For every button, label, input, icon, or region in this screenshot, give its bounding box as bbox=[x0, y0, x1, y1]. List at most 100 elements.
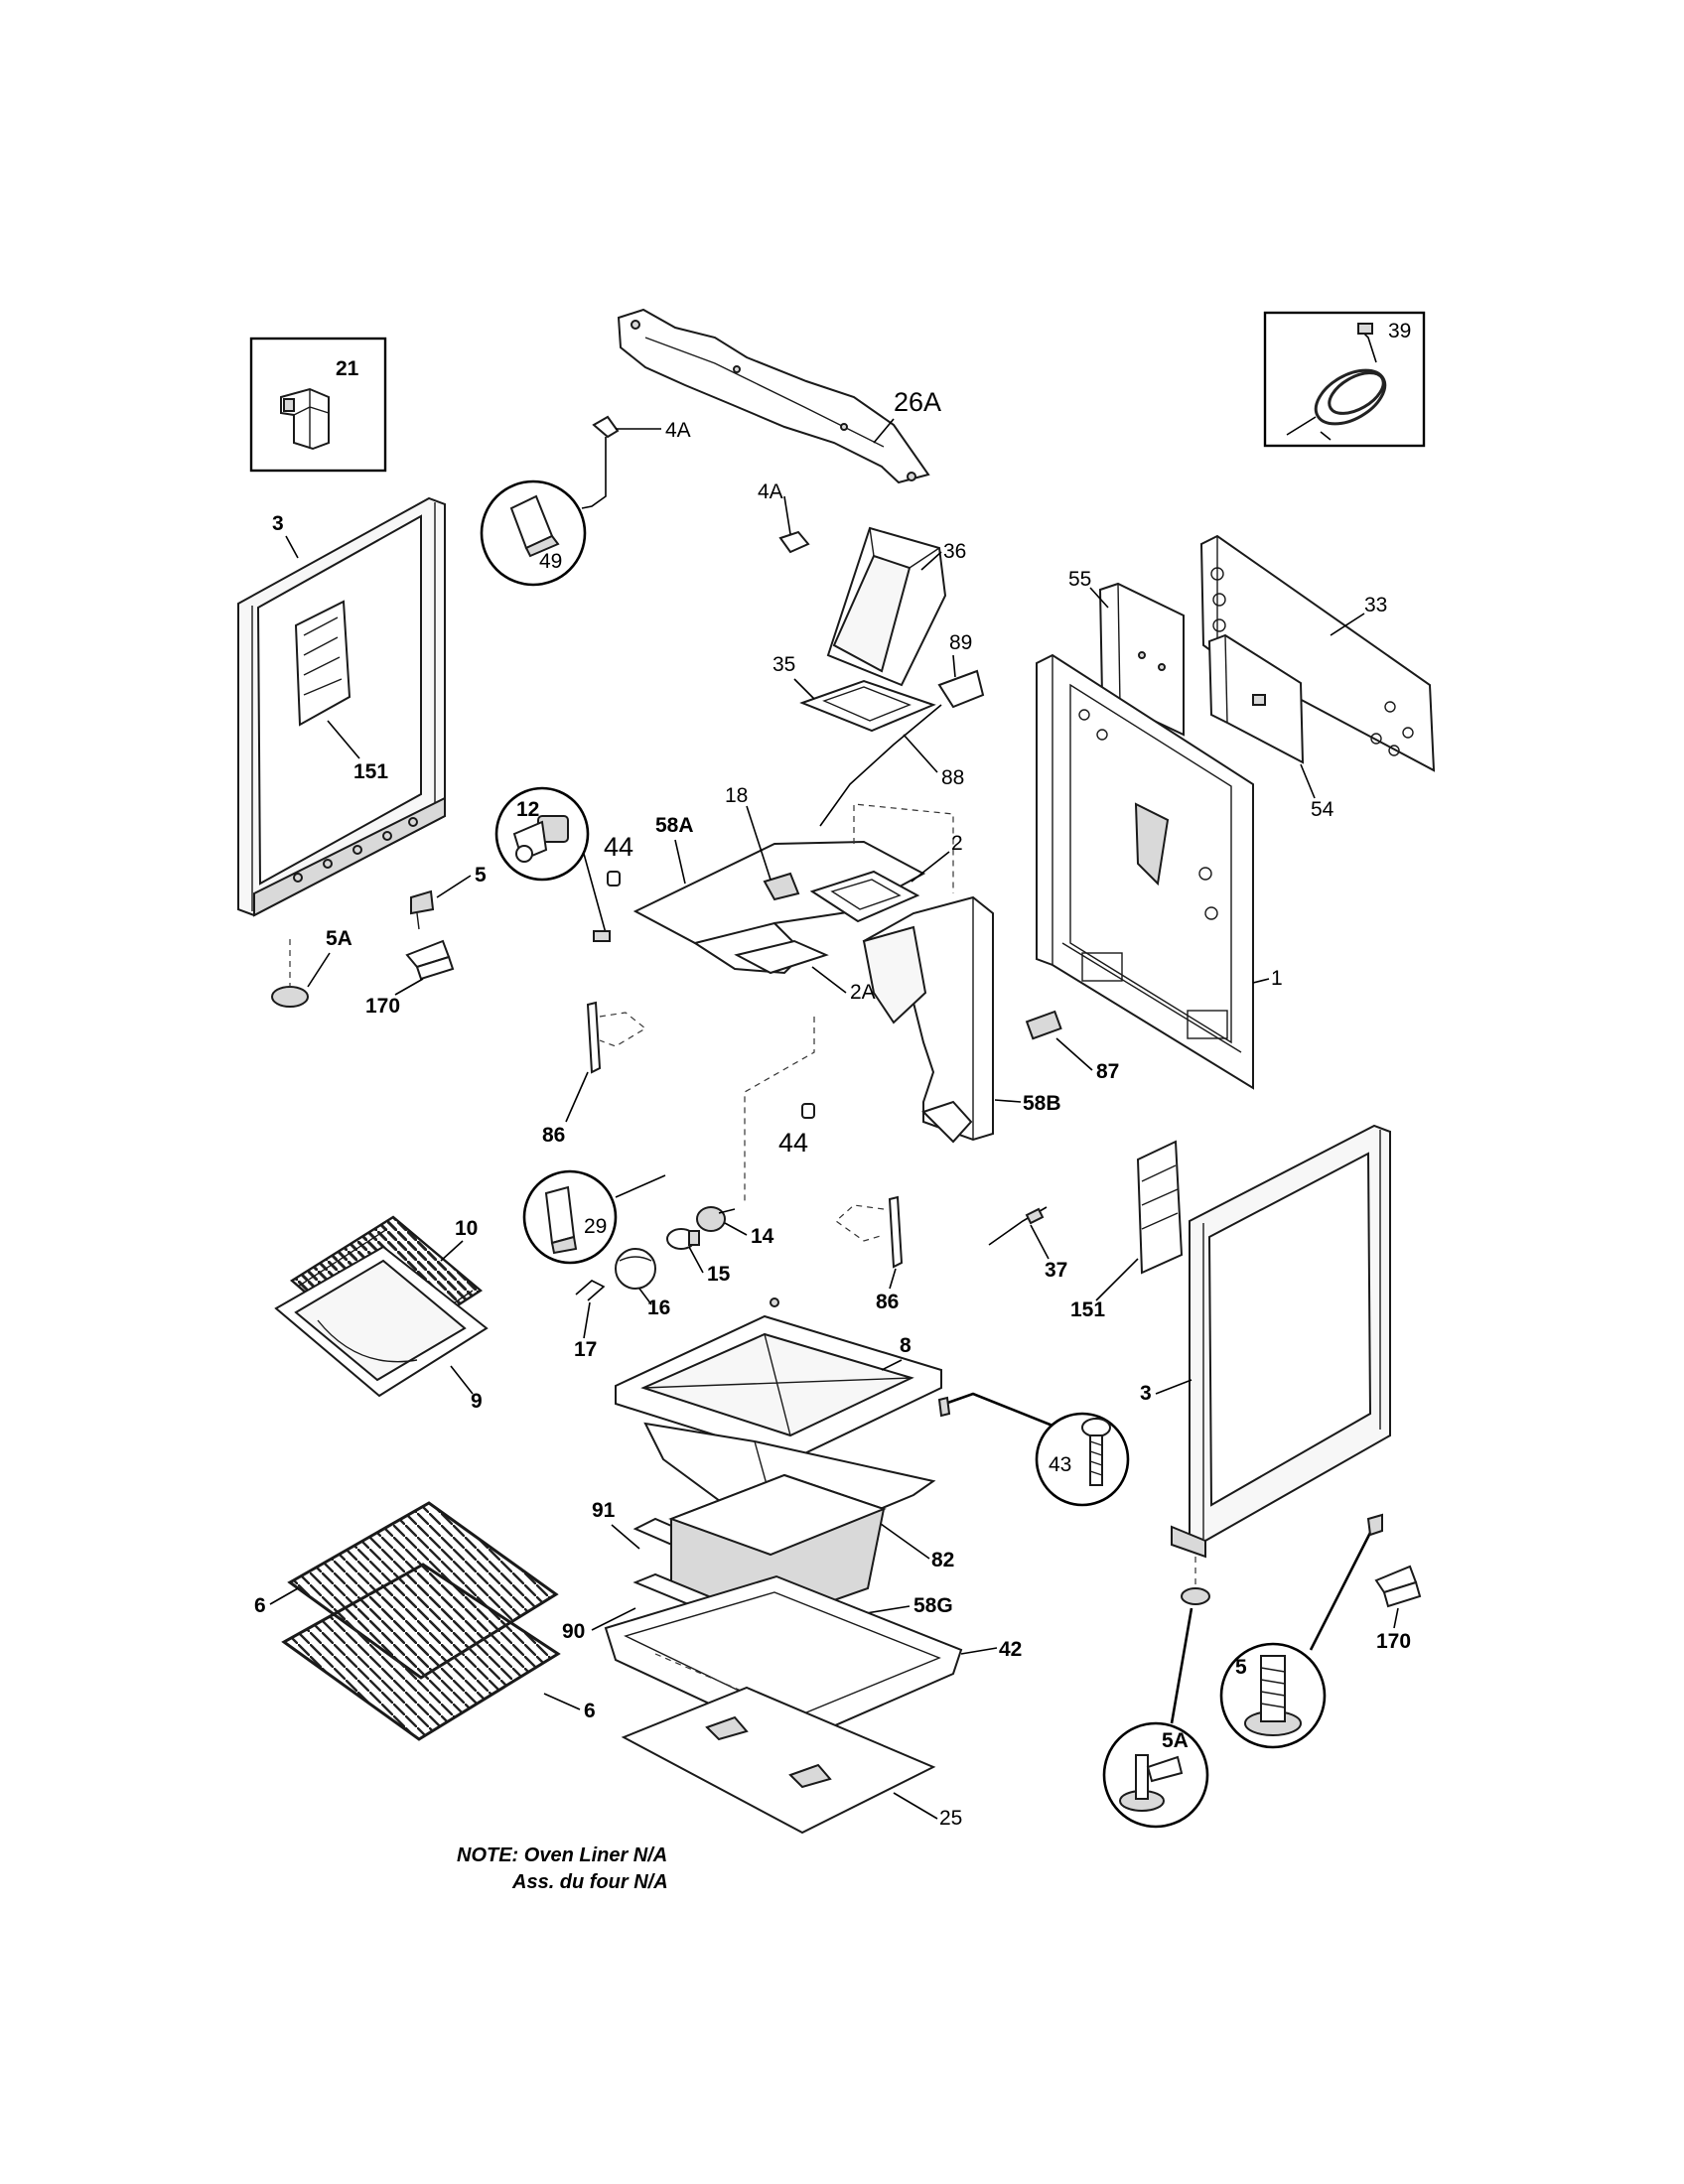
label-87: 87 bbox=[1096, 1060, 1119, 1083]
label-58B: 58B bbox=[1023, 1092, 1061, 1115]
part-89-sensor bbox=[819, 654, 985, 827]
label-170-left: 170 bbox=[365, 995, 400, 1018]
leader-14 bbox=[724, 1222, 748, 1236]
part-49-callout: 49 bbox=[480, 479, 587, 587]
part-4A-clip-mid bbox=[778, 495, 810, 554]
leader-87 bbox=[1055, 1037, 1093, 1071]
part-29-callout: 29 bbox=[522, 1169, 666, 1265]
leader-170-right bbox=[1393, 1607, 1399, 1629]
leader-6-bottom bbox=[543, 1693, 581, 1710]
label-6-top: 6 bbox=[254, 1594, 266, 1617]
leader-25 bbox=[893, 1792, 938, 1820]
label-4A-mid: 4A bbox=[758, 480, 783, 503]
part-86-mid-bracket bbox=[835, 1195, 904, 1269]
label-36: 36 bbox=[943, 540, 966, 563]
label-10: 10 bbox=[455, 1217, 478, 1240]
part-39-power-cord bbox=[1286, 323, 1387, 441]
part-17-wire-clip bbox=[575, 1280, 606, 1301]
leader-91 bbox=[611, 1524, 640, 1550]
label-16: 16 bbox=[647, 1297, 670, 1319]
part-2-top-liner bbox=[809, 870, 920, 923]
part-1-back-panel bbox=[1036, 653, 1254, 1090]
part-21-inset: 21 bbox=[249, 337, 387, 473]
label-91: 91 bbox=[592, 1499, 616, 1522]
part-15-bulb bbox=[666, 1228, 700, 1250]
part-35-vent-base bbox=[799, 679, 936, 733]
part-44-top bbox=[607, 871, 621, 887]
leader-3-left bbox=[285, 535, 299, 559]
part-54-bracket bbox=[1207, 633, 1305, 764]
leader-6-top bbox=[269, 1587, 299, 1605]
label-35: 35 bbox=[772, 653, 795, 676]
part-43-callout: 43 bbox=[1035, 1412, 1130, 1507]
part-86-left-bracket bbox=[586, 1001, 647, 1074]
label-43: 43 bbox=[1049, 1453, 1071, 1476]
part-55-panel bbox=[1098, 582, 1185, 737]
part-3-right-side-panel bbox=[1171, 1124, 1391, 1559]
part-5A-right-callout: 5A bbox=[1102, 1721, 1209, 1829]
label-33: 33 bbox=[1364, 594, 1387, 616]
label-55: 55 bbox=[1068, 568, 1091, 591]
part-43-screw bbox=[937, 1396, 951, 1418]
leader-86-left bbox=[565, 1071, 589, 1123]
label-44-mid: 44 bbox=[778, 1128, 808, 1158]
leader-2 bbox=[911, 851, 950, 883]
leader-151-right bbox=[1095, 1258, 1139, 1301]
label-29: 29 bbox=[584, 1215, 607, 1238]
part-36-vent-duct bbox=[826, 526, 947, 687]
leader-5-left bbox=[436, 875, 472, 898]
label-42: 42 bbox=[999, 1638, 1022, 1661]
label-6-bottom: 6 bbox=[584, 1700, 596, 1722]
leader-1 bbox=[1252, 978, 1270, 984]
part-18-bracket bbox=[763, 872, 800, 901]
part-42-bottom-tray bbox=[604, 1574, 963, 1745]
label-5A-left: 5A bbox=[326, 927, 352, 950]
label-18: 18 bbox=[725, 784, 748, 807]
part-25-bottom-panel bbox=[621, 1686, 936, 1835]
label-151-left: 151 bbox=[353, 760, 388, 783]
part-3-left-side-panel bbox=[237, 496, 446, 917]
label-2A: 2A bbox=[850, 981, 876, 1004]
leader-5-right bbox=[1309, 1528, 1374, 1651]
label-37: 37 bbox=[1045, 1259, 1067, 1282]
part-5-right-callout: 5 bbox=[1219, 1642, 1327, 1749]
part-170-right-bracket bbox=[1374, 1565, 1422, 1608]
part-5-left-leveling-leg bbox=[410, 889, 435, 930]
leader-18 bbox=[746, 805, 772, 881]
part-37-wire bbox=[988, 1206, 1048, 1246]
label-58G: 58G bbox=[913, 1594, 953, 1617]
part-6-oven-rack-bottom bbox=[281, 1563, 561, 1741]
leader-54 bbox=[1300, 763, 1316, 799]
part-5A-right-glide bbox=[1181, 1557, 1210, 1605]
part-26A-bracket bbox=[617, 308, 930, 484]
leader-37 bbox=[1030, 1224, 1050, 1260]
leader-58A bbox=[674, 839, 686, 885]
label-44-top: 44 bbox=[604, 832, 633, 862]
leader-5A-right bbox=[1170, 1607, 1193, 1724]
part-39-inset: 39 bbox=[1263, 311, 1426, 448]
label-49: 49 bbox=[539, 550, 562, 573]
label-8: 8 bbox=[900, 1334, 912, 1357]
leader-151-left bbox=[327, 720, 360, 759]
leader-15 bbox=[688, 1246, 704, 1274]
part-170-left-bracket bbox=[405, 939, 455, 981]
leader-43 bbox=[938, 1392, 1053, 1428]
part-151-left-pad bbox=[294, 600, 351, 727]
part-12-light-socket bbox=[593, 930, 611, 942]
label-4A-top: 4A bbox=[665, 419, 691, 442]
part-8-oven-bottom bbox=[615, 1297, 942, 1461]
leader-10 bbox=[440, 1240, 464, 1262]
part-58G-element-insulation bbox=[668, 1473, 887, 1630]
part-21-clip bbox=[280, 387, 330, 451]
leader-42 bbox=[960, 1647, 998, 1655]
part-5-right-screw bbox=[1366, 1513, 1383, 1537]
label-86-mid: 86 bbox=[876, 1291, 899, 1313]
label-90: 90 bbox=[562, 1620, 585, 1643]
leader-88 bbox=[903, 734, 938, 773]
leader-170-left bbox=[394, 978, 424, 996]
label-9: 9 bbox=[471, 1390, 483, 1413]
label-39: 39 bbox=[1388, 320, 1411, 342]
label-3-right: 3 bbox=[1140, 1382, 1152, 1405]
leader-8 bbox=[881, 1359, 903, 1371]
